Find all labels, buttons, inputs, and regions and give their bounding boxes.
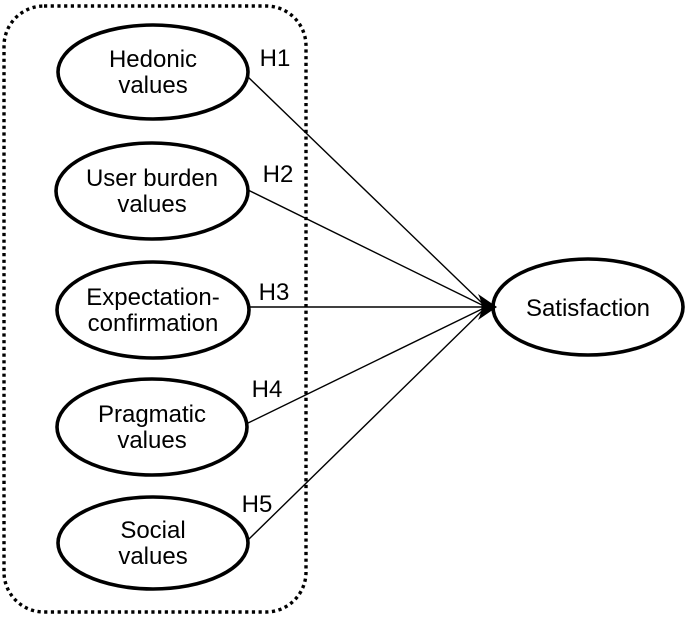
edge-h4-line bbox=[245, 308, 483, 425]
edge-h3-label: H3 bbox=[259, 279, 290, 306]
node-expectation-confirmation-label: Expectation-confirmation bbox=[86, 284, 219, 337]
latent-values-group-box bbox=[2, 4, 308, 614]
node-pragmatic-values-ellipse bbox=[55, 377, 249, 477]
edge-h4-label: H4 bbox=[252, 376, 283, 403]
edge-h2-label: H2 bbox=[263, 161, 294, 188]
arrowhead-icon bbox=[478, 294, 497, 320]
node-expectation-confirmation-ellipse bbox=[55, 260, 251, 360]
edge-h1-label: H1 bbox=[260, 45, 291, 72]
node-satisfaction-label: Satisfaction bbox=[526, 295, 650, 322]
edge-h2-line bbox=[247, 189, 483, 306]
node-social-values-ellipse bbox=[56, 495, 250, 591]
node-satisfaction: Satisfaction bbox=[491, 257, 685, 357]
node-hedonic-values-ellipse bbox=[56, 23, 250, 121]
edge-h1-line bbox=[246, 75, 483, 304]
node-expectation-confirmation: Expectation-confirmation bbox=[55, 260, 251, 360]
node-user-burden-values-ellipse bbox=[54, 141, 250, 241]
edge-h5-line bbox=[248, 310, 483, 540]
edge-h5-label: H5 bbox=[242, 491, 273, 518]
